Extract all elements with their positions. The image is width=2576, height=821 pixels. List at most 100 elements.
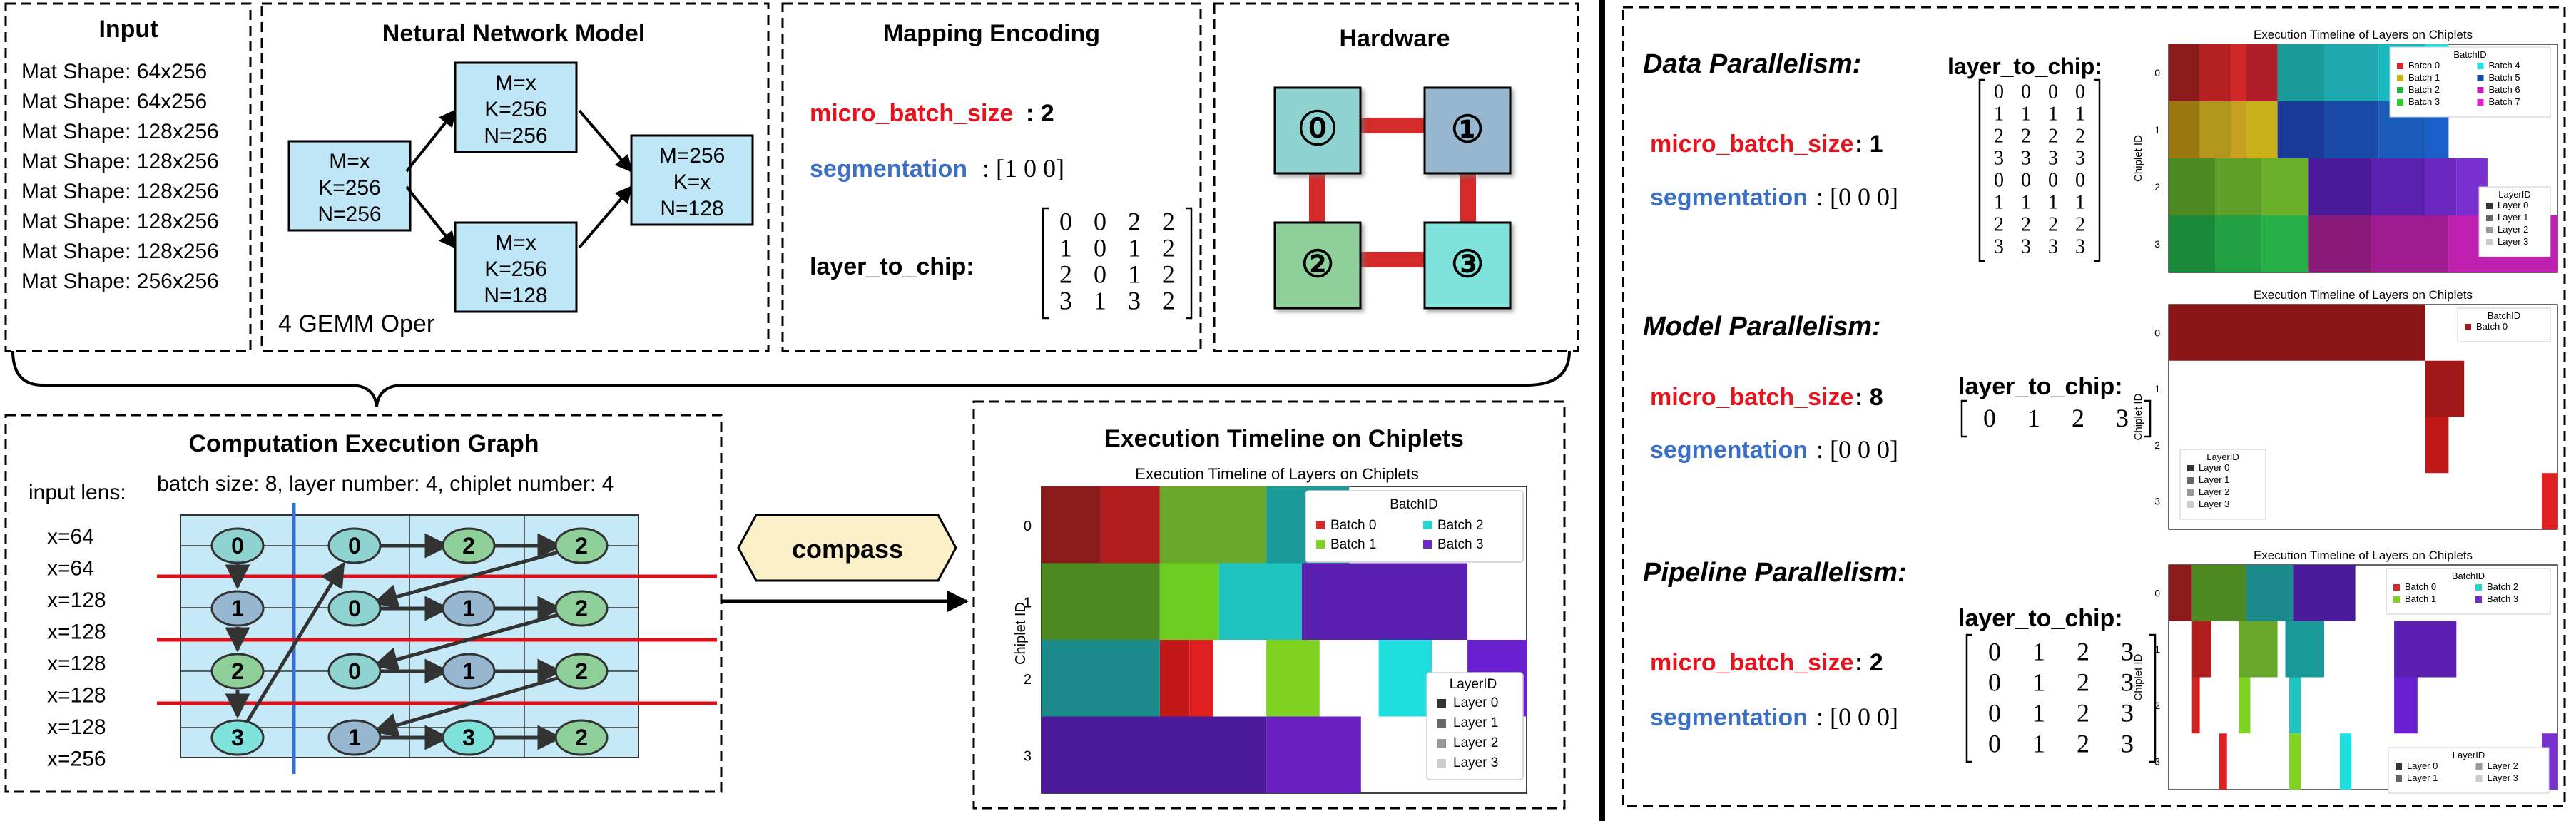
input-len-item: x=256 <box>47 748 106 771</box>
model-seg-label: segmentation <box>1650 437 1808 464</box>
mat-shape-item: Mat Shape: 128x256 <box>21 240 219 263</box>
svg-text:2: 2 <box>2075 213 2085 235</box>
input-len-item: x=128 <box>47 652 106 675</box>
svg-text:2: 2 <box>2077 729 2089 758</box>
svg-text:1: 1 <box>2032 637 2045 666</box>
mat-shape-item: Mat Shape: 256x256 <box>21 270 219 293</box>
bar <box>2169 101 2200 158</box>
timeline-bar <box>1301 563 1468 640</box>
svg-text:3: 3 <box>231 725 244 750</box>
svg-text:Layer 2: Layer 2 <box>2488 760 2518 771</box>
input-lens-label: input lens: <box>29 481 126 504</box>
svg-text:Layer 3: Layer 3 <box>2199 499 2229 509</box>
svg-text:2: 2 <box>2077 698 2089 727</box>
svg-text:0: 0 <box>2154 327 2160 338</box>
svg-text:Batch 4: Batch 4 <box>2489 60 2520 71</box>
svg-text:0: 0 <box>2021 81 2031 103</box>
svg-text:Layer 1: Layer 1 <box>1453 715 1498 730</box>
link-0-2 <box>1309 166 1325 223</box>
mat-shape-item: Mat Shape: 64x256 <box>21 60 207 83</box>
svg-text:0: 0 <box>1059 207 1072 235</box>
svg-text:Layer 2: Layer 2 <box>2498 224 2528 235</box>
model-ltc-label: layer_to_chip: <box>1958 373 2123 400</box>
svg-text:0: 0 <box>1988 698 2001 727</box>
data-ltc-label: layer_to_chip: <box>1948 53 2102 79</box>
svg-text:Batch 6: Batch 6 <box>2489 84 2520 95</box>
timeline-bar <box>1159 486 1267 564</box>
bar <box>2289 733 2301 790</box>
svg-text:2: 2 <box>575 725 588 750</box>
model-footer: 4 GEMM Oper <box>278 310 434 337</box>
svg-text:2: 2 <box>2021 125 2031 147</box>
svg-text:2: 2 <box>2077 668 2089 696</box>
svg-text:1: 1 <box>2154 124 2160 136</box>
svg-text:Batch 0: Batch 0 <box>2405 581 2436 592</box>
mapping-panel: Mapping Encoding micro_batch_size : 2 se… <box>781 2 1202 352</box>
bar <box>2231 44 2246 101</box>
svg-text:M=256: M=256 <box>659 144 726 168</box>
svg-text:0: 0 <box>2021 169 2031 191</box>
svg-text:⓪: ⓪ <box>1299 109 1336 151</box>
graph-node: 2 <box>554 653 609 690</box>
input-len-item: x=64 <box>47 525 94 549</box>
bar <box>2394 677 2418 734</box>
svg-text:M=x: M=x <box>329 150 370 173</box>
pipe-seg-value: : [0 0 0] <box>1816 703 1898 731</box>
svg-text:Layer 1: Layer 1 <box>2199 474 2229 485</box>
svg-text:3: 3 <box>2048 235 2058 257</box>
svg-text:0: 0 <box>1094 207 1106 235</box>
svg-text:3: 3 <box>2154 496 2160 507</box>
svg-text:Batch 1: Batch 1 <box>2405 593 2436 604</box>
input-len-item: x=128 <box>47 621 106 644</box>
svg-text:3: 3 <box>2121 729 2134 758</box>
chip-2: ② <box>1273 221 1362 310</box>
svg-text:3: 3 <box>2121 698 2134 727</box>
svg-text:BatchID: BatchID <box>1390 497 1438 512</box>
svg-text:Batch 2: Batch 2 <box>2487 581 2518 592</box>
y-tick: 0 <box>1024 519 1032 534</box>
micro-batch-label: micro_batch_size <box>810 100 1013 127</box>
svg-text:2: 2 <box>2021 213 2031 235</box>
svg-text:1: 1 <box>2027 404 2040 432</box>
svg-text:Batch 2: Batch 2 <box>2408 84 2440 95</box>
svg-text:3: 3 <box>2121 668 2134 696</box>
y-tick: 3 <box>1024 748 1032 764</box>
bar <box>2308 158 2371 215</box>
svg-text:②: ② <box>1301 244 1335 285</box>
model-parallel-title: Model Parallelism: <box>1643 312 1881 342</box>
svg-text:BatchID: BatchID <box>2488 310 2520 321</box>
svg-text:1: 1 <box>2154 383 2160 394</box>
timeline-bar <box>1042 563 1160 640</box>
bar <box>2239 621 2278 678</box>
graph-node: 1 <box>442 653 496 690</box>
timeline-bar <box>1159 563 1219 640</box>
svg-text:2: 2 <box>575 596 588 621</box>
svg-text:1: 1 <box>2075 103 2085 125</box>
svg-text:LayerID: LayerID <box>2498 189 2531 200</box>
svg-text:0: 0 <box>2154 67 2160 78</box>
svg-text:0: 0 <box>1983 404 1996 432</box>
svg-text:3: 3 <box>2021 147 2031 169</box>
segmentation-value: : [1 0 0] <box>982 154 1064 183</box>
svg-text:1: 1 <box>1994 103 2004 125</box>
bar <box>2231 101 2246 158</box>
input-len-item: x=64 <box>47 557 94 581</box>
bar <box>2169 215 2216 272</box>
graph-node: 0 <box>210 527 265 564</box>
svg-text:1: 1 <box>2154 643 2160 655</box>
svg-text:2: 2 <box>575 533 588 559</box>
svg-text:3: 3 <box>1994 235 2004 257</box>
brace <box>11 350 1571 407</box>
timeline-bar <box>1042 486 1101 564</box>
bar <box>2324 101 2379 158</box>
mat-shape-item: Mat Shape: 64x256 <box>21 90 207 113</box>
graph-subtitle: batch size: 8, layer number: 4, chiplet … <box>157 472 614 496</box>
svg-text:LayerID: LayerID <box>2453 750 2485 760</box>
svg-text:2: 2 <box>2048 125 2058 147</box>
timeline-bar <box>1218 563 1302 640</box>
y-tick: 1 <box>1024 595 1032 611</box>
pipe-ltc-label: layer_to_chip: <box>1958 605 2123 632</box>
